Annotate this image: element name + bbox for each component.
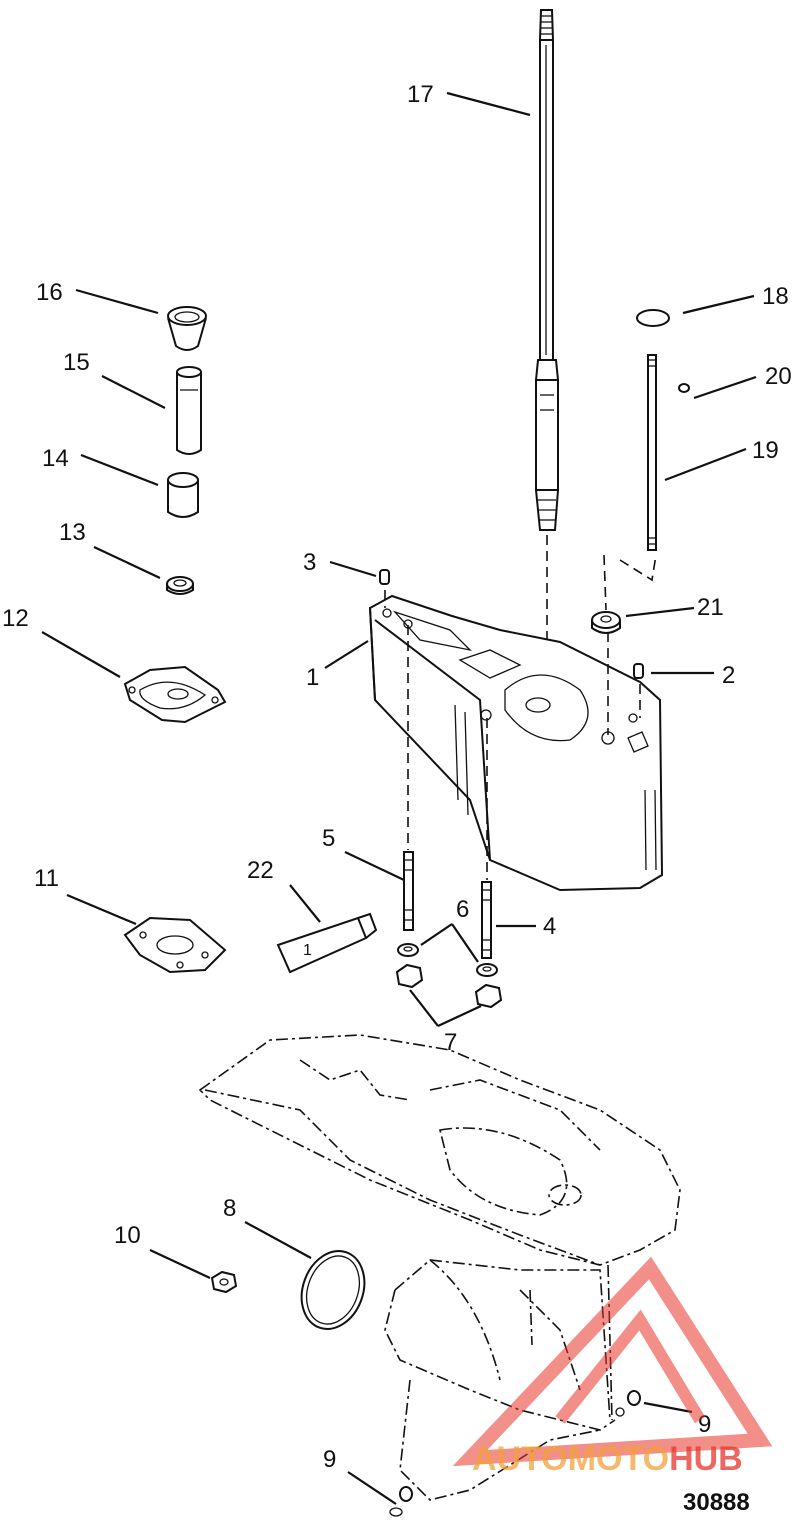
callout-4: 4 xyxy=(543,913,556,940)
grommet-16 xyxy=(167,306,207,351)
callout-5: 5 xyxy=(322,825,335,852)
driveshaft-part xyxy=(534,9,560,531)
dowel-pin-3 xyxy=(379,569,390,585)
callout-6: 6 xyxy=(456,896,469,923)
alignment-lines xyxy=(384,535,657,880)
callout-2: 2 xyxy=(722,662,735,689)
seal-14 xyxy=(167,472,199,518)
callout-17: 17 xyxy=(407,81,434,108)
nut-10 xyxy=(210,1270,238,1294)
seal-13 xyxy=(166,576,194,595)
gasket-11 xyxy=(123,916,227,974)
callout-labels: 1 2 3 4 5 6 7 8 9 10 11 12 13 14 15 16 1… xyxy=(2,81,792,1473)
callout-1: 1 xyxy=(306,664,319,691)
callout-16: 16 xyxy=(36,279,63,306)
figure-number: 30888 xyxy=(683,1489,750,1516)
watermark-logo xyxy=(452,1256,773,1467)
callout-3: 3 xyxy=(303,549,316,576)
screw-9-upper xyxy=(615,1390,641,1417)
callout-22: 22 xyxy=(247,857,274,884)
gearcase-housing xyxy=(198,1034,681,1501)
callout-7: 7 xyxy=(444,1029,457,1056)
nut-7-left xyxy=(395,963,424,989)
callout-21: 21 xyxy=(697,594,724,621)
callout-20: 20 xyxy=(765,363,792,390)
callout-9-lower: 9 xyxy=(323,1446,336,1473)
o-ring-8 xyxy=(300,1250,366,1330)
callout-14: 14 xyxy=(42,445,69,472)
o-ring-small xyxy=(636,309,670,327)
water-tube-15 xyxy=(176,366,202,455)
callout-15: 15 xyxy=(63,349,90,376)
washer-6-left xyxy=(397,943,419,957)
callout-18: 18 xyxy=(762,283,789,310)
shift-shaft-part xyxy=(647,354,657,551)
callout-8: 8 xyxy=(223,1195,236,1222)
bushing-21 xyxy=(591,611,621,634)
callout-19: 19 xyxy=(752,437,779,464)
callout-12: 12 xyxy=(2,605,29,632)
svg-text:1: 1 xyxy=(303,942,312,959)
watermark-text-hub: HUB xyxy=(669,1440,743,1478)
e-clip-part xyxy=(678,383,690,393)
callout-11: 11 xyxy=(34,865,59,892)
screw-9-lower xyxy=(389,1486,413,1517)
watermark-text: AUTOMOTOHUB xyxy=(472,1440,743,1478)
callout-13: 13 xyxy=(59,519,86,546)
gasket-12 xyxy=(123,665,227,724)
stud-4 xyxy=(481,881,492,959)
nut-7-right xyxy=(474,983,503,1009)
dowel-pin-2 xyxy=(633,663,644,679)
callout-10: 10 xyxy=(114,1222,141,1249)
sealant-tube-22: 1 xyxy=(276,912,378,974)
washer-6-right xyxy=(476,963,498,977)
driveshaft-housing xyxy=(368,594,664,892)
watermark-text-automoto: AUTOMOTO xyxy=(472,1440,669,1478)
leader-lines xyxy=(41,91,757,1505)
stud-5 xyxy=(403,851,414,931)
